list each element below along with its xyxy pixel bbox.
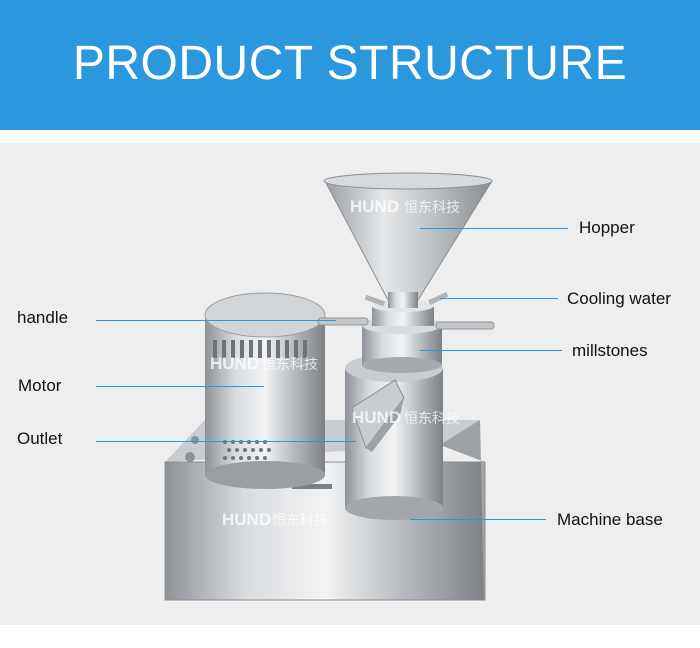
watermark-cn-4: 恒东科技 — [272, 512, 328, 528]
motor — [205, 293, 325, 489]
millstones-leader — [420, 350, 562, 351]
colloid-mill-illustration: HUND 恒东科技 HUND 恒东科技 HUND 恒东科技 HUND 恒东科技 — [0, 143, 700, 625]
handle-leader — [96, 320, 336, 321]
millstones — [362, 300, 442, 373]
watermark-brand-3: HUND — [352, 408, 401, 427]
label-machine-base: Machine base — [557, 510, 663, 530]
page-title: PRODUCT STRUCTURE — [0, 36, 700, 91]
mill-body — [345, 354, 443, 520]
hopper-leader — [420, 228, 568, 229]
outlet-leader — [96, 441, 356, 442]
header-banner: PRODUCT STRUCTURE — [0, 0, 700, 130]
watermark-brand-2: HUND — [210, 354, 259, 373]
label-handle: handle — [17, 308, 68, 328]
label-millstones: millstones — [572, 341, 648, 361]
watermark-brand-1: HUND — [350, 197, 399, 216]
label-motor: Motor — [18, 376, 61, 396]
watermark-cn-2: 恒东科技 — [262, 356, 318, 372]
hopper — [324, 173, 492, 308]
motor-leader — [96, 386, 264, 387]
cooling-water-leader — [440, 298, 558, 299]
label-hopper: Hopper — [579, 218, 635, 238]
watermark-brand-4: HUND — [222, 510, 271, 529]
machine-base-leader — [410, 519, 546, 520]
label-outlet: Outlet — [17, 429, 62, 449]
watermark-cn-3: 恒东科技 — [404, 410, 460, 426]
watermark-cn-1: 恒东科技 — [404, 199, 460, 215]
product-photo-area: HUND 恒东科技 HUND 恒东科技 HUND 恒东科技 HUND 恒东科技 — [0, 143, 700, 625]
label-cooling-water: Cooling water — [567, 289, 671, 309]
